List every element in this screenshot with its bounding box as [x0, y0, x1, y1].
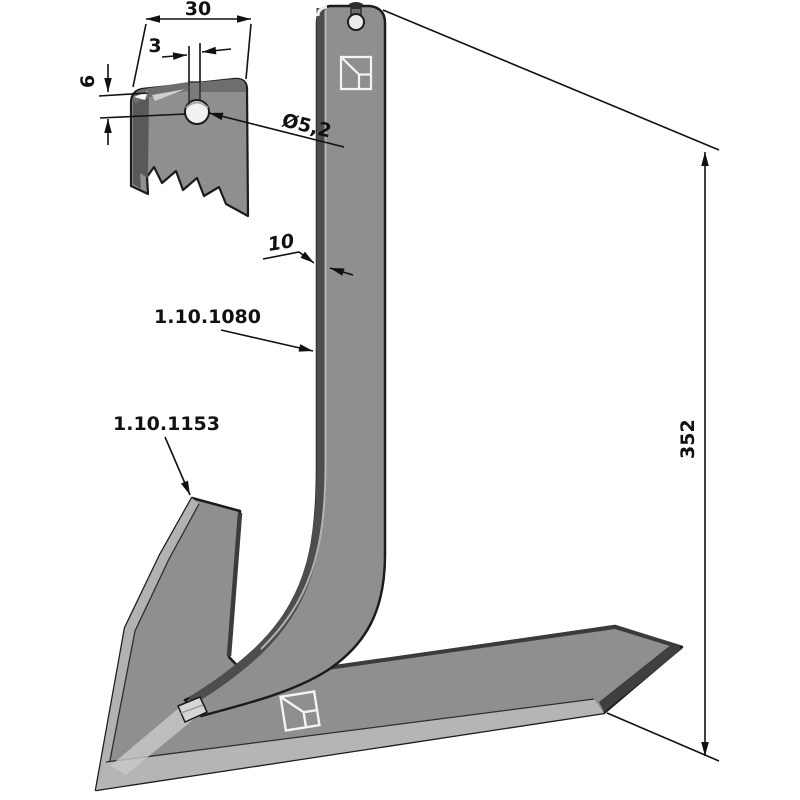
sweep-wing-edge: [226, 512, 243, 657]
shank-edge-highlight: [260, 10, 327, 650]
width-dimension: 30: [132, 0, 252, 88]
sweep-left-crease: [105, 503, 200, 782]
shank-part-callout: 1.10.1080: [154, 306, 314, 352]
brand-logo-icon: [339, 55, 373, 91]
detail-chamfer-glint: [152, 89, 186, 101]
sweep-silhouette: [94, 496, 684, 792]
shank: [177, 2, 387, 723]
brand-logo-icon: [279, 690, 321, 732]
width-dimension-label: 30: [185, 0, 211, 20]
detail-top-surface-right: [200, 78, 246, 92]
mounting-hole: [347, 13, 365, 31]
thickness-dimension-label: 10: [266, 230, 296, 256]
slot-top-notch: [349, 2, 363, 9]
sweep-part-callout: 1.10.1153: [113, 413, 220, 496]
detail-top-surface-left: [133, 82, 188, 104]
sweep-bottom-bevel: [96, 699, 604, 790]
slot-dimension: 3: [148, 35, 232, 82]
detail-view: [129, 77, 250, 218]
shank-top-glint: [316, 5, 328, 17]
detail-slot: [188, 81, 201, 103]
length-dimension: 352: [382, 9, 720, 762]
detail-hole-shadow: [185, 101, 209, 109]
slot-dimension-label: 3: [148, 35, 161, 57]
thickness-dimension: 10: [262, 230, 354, 276]
sweep-left-chamfer: [96, 498, 199, 790]
detail-hole: [184, 99, 210, 125]
sweep-part-number: 1.10.1153: [113, 413, 220, 435]
shank-part-number: 1.10.1080: [154, 306, 261, 328]
offset-dimension-label: 6: [77, 75, 99, 88]
offset-dimension: 6: [77, 64, 187, 145]
sweep-tip-top-edge: [614, 625, 681, 649]
sweep-bevel-crease: [105, 698, 595, 763]
sweep-highlight-streak: [110, 707, 194, 775]
length-dimension-label: 352: [677, 419, 699, 459]
sweep-tip-back-edge: [599, 644, 682, 712]
shank-end-facet-line: [180, 704, 204, 714]
sweep-blade: [94, 496, 684, 792]
